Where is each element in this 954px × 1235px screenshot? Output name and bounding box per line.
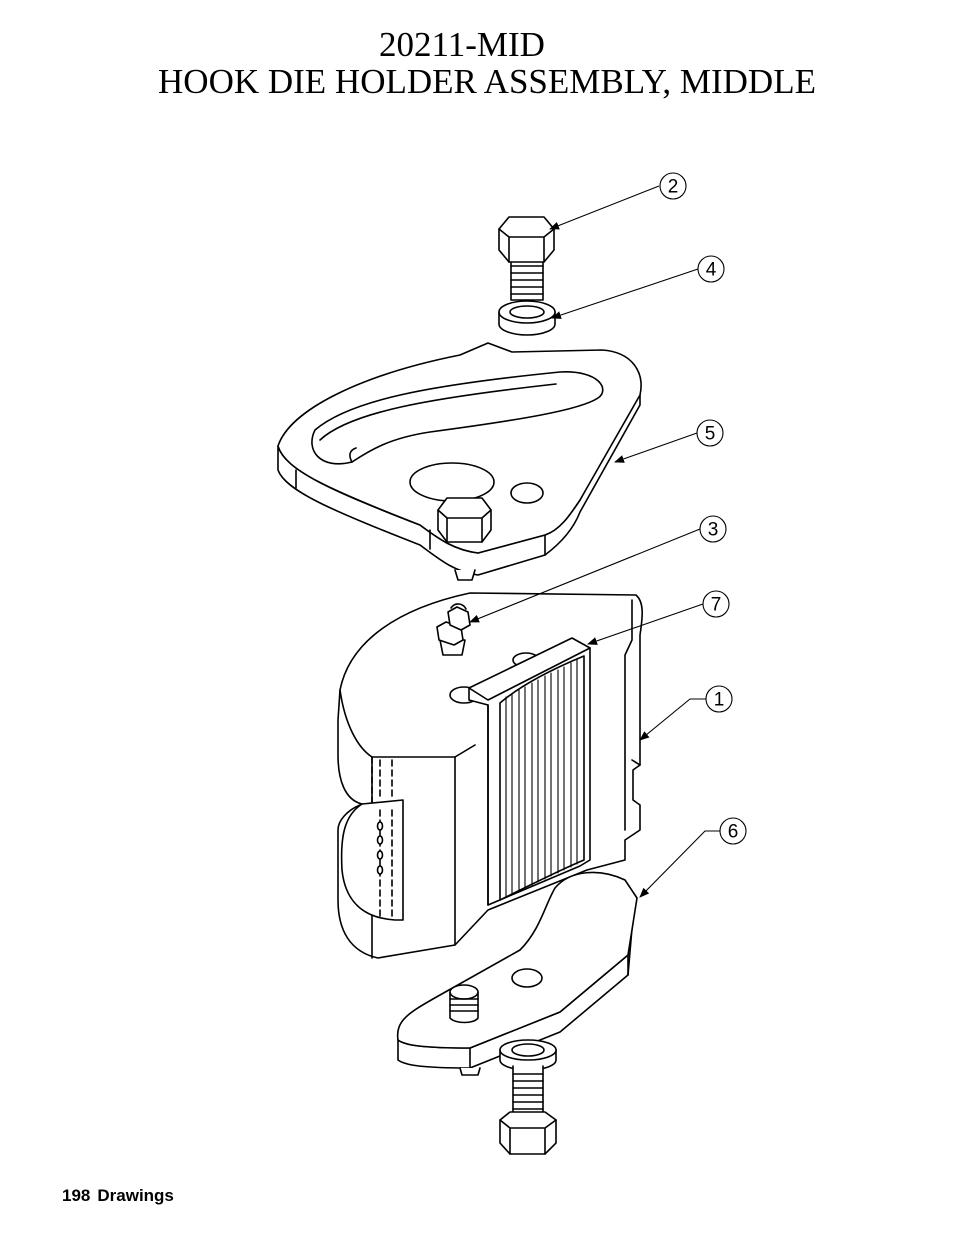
top-plate [277, 342, 642, 581]
page-number: 198 [62, 1186, 91, 1205]
callout-balloon-4 [697, 255, 725, 283]
callout-label-4: 4 [706, 260, 717, 281]
drawing-title: HOOK DIE HOLDER ASSEMBLY, MIDDLE [158, 62, 816, 101]
serrated-die-insert [468, 637, 591, 906]
bottom-plate [396, 871, 638, 1076]
callout-label-6: 6 [728, 822, 739, 843]
callout-balloon-6 [719, 817, 747, 845]
callout-label-1: 1 [714, 690, 725, 711]
callout-label-3: 3 [708, 520, 719, 541]
callout-balloon-2 [659, 172, 687, 200]
callout-label-2: 2 [668, 177, 679, 198]
callout-balloon-7 [702, 590, 730, 618]
top-washer [498, 300, 556, 336]
bottom-washer-and-bolt [499, 1039, 557, 1155]
callout-label-5: 5 [705, 424, 716, 445]
callout-balloon-3 [699, 515, 727, 543]
drawing-part-number: 20211-MID [379, 25, 545, 64]
callout-label-7: 7 [711, 595, 722, 616]
section-name: Drawings [97, 1186, 174, 1205]
page-footer: 198 Drawings [62, 1186, 181, 1206]
top-hex-bolt [498, 216, 555, 301]
callout-balloon-5 [696, 419, 724, 447]
grease-fitting [436, 603, 471, 656]
callout-balloon-1 [705, 685, 733, 713]
